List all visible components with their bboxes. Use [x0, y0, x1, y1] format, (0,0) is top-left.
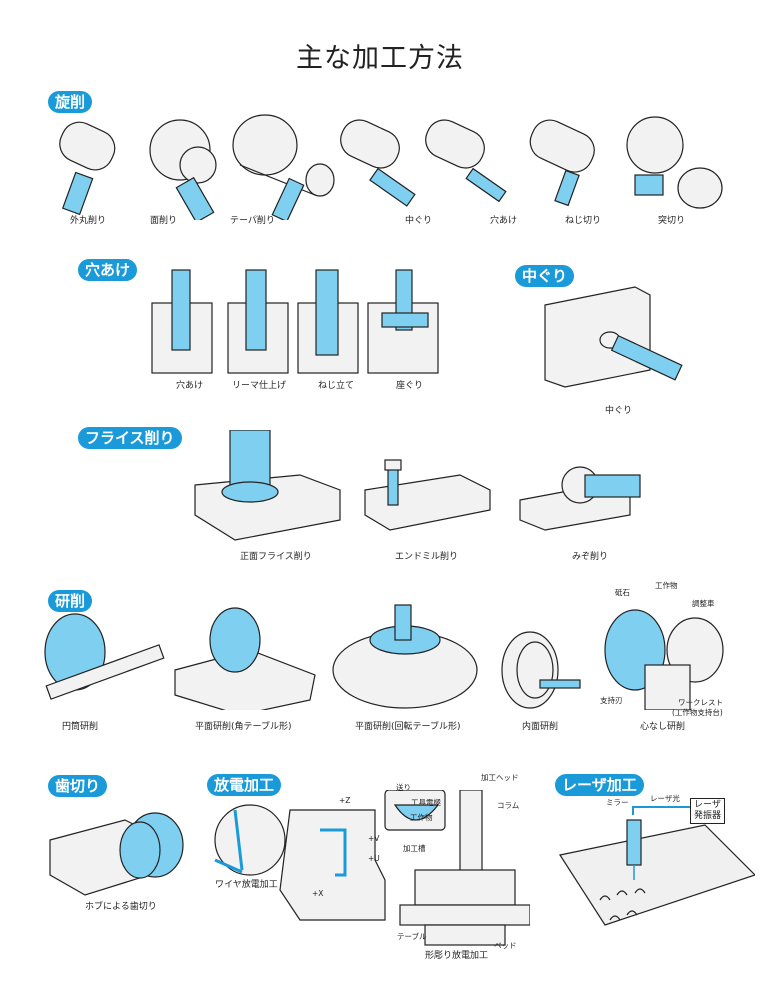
section-badge-drilling: 穴あけ: [78, 259, 138, 281]
label-tank: 加工槽: [403, 844, 426, 853]
surface-grinding-rotary-illustration: [332, 604, 478, 709]
label-outer-turning: 外丸削り: [70, 216, 107, 226]
sinker-edm-illustration: [384, 790, 530, 946]
counterbore-illustration: [367, 269, 439, 374]
label-slot-milling: みぞ削り: [572, 552, 609, 562]
label-boring-main: 中ぐり: [605, 406, 633, 416]
section-badge-boring: 中ぐり: [515, 265, 575, 287]
label-tool-electrode: 工具電極: [411, 798, 441, 807]
lathe-boring-illustration: [340, 119, 416, 207]
lathe-drilling-illustration: [425, 119, 507, 203]
label-laser-beam: レーザ光: [650, 794, 680, 803]
drilling-illustrations: [151, 269, 439, 374]
label-drill: 穴あけ: [176, 381, 204, 391]
label-wire-edm: ワイヤ放電加工: [215, 880, 278, 890]
tap-illustration: [297, 269, 359, 374]
label-axis-x: +X: [312, 889, 324, 898]
label-oscillator-2: 発振器: [694, 811, 722, 821]
label-mirror: ミラー: [606, 798, 629, 807]
label-axis-z: +Z: [339, 796, 351, 805]
milling-illustrations: [194, 430, 641, 541]
label-threading: ねじ切り: [565, 216, 602, 226]
label-grinding-wheel: 砥石: [615, 588, 630, 597]
parting-illustration: [626, 116, 723, 209]
label-hobbing: ホブによる歯切り: [85, 902, 157, 912]
slot-milling-illustration: [519, 466, 641, 531]
label-parting: 突切り: [658, 216, 686, 226]
label-boring: 中ぐり: [405, 216, 433, 226]
label-surface-grinding-square: 平面研削(角テーブル形): [195, 722, 292, 732]
end-milling-illustration: [364, 459, 491, 531]
taper-turning-illustration: [232, 114, 335, 220]
label-axis-u: +U: [368, 854, 380, 863]
label-machining-head: 加工ヘッド: [481, 773, 519, 782]
page-title: 主な加工方法: [296, 43, 464, 74]
section-badge-gear-cutting: 歯切り: [48, 775, 108, 797]
internal-grinding-illustration: [501, 631, 581, 709]
boring-illustration: [544, 286, 683, 388]
label-work-rest-sub: (工作物支持台): [672, 708, 723, 717]
outer-turning-illustration: [59, 121, 116, 216]
turning-illustrations: [59, 114, 723, 220]
label-internal-grinding: 内面研削: [522, 722, 559, 732]
section-badge-milling: フライス削り: [78, 427, 182, 449]
label-workpiece: 工作物: [655, 581, 678, 590]
label-blade: 支持刃: [600, 696, 623, 705]
label-face-milling: 正面フライス削り: [240, 552, 312, 562]
label-oscillator-1: レーザ: [694, 800, 721, 810]
face-milling-illustration: [194, 430, 341, 541]
label-centerless-grinding: 心なし研削: [640, 722, 686, 732]
label-cylindrical-grinding: 円筒研削: [62, 722, 99, 732]
hobbing-illustration: [49, 812, 184, 896]
label-axis-v: +V: [368, 834, 380, 843]
centerless-grinding-illustration: [604, 609, 724, 710]
label-edm-workpiece: 工作物: [410, 813, 433, 822]
label-feed: 送り: [396, 783, 411, 792]
section-badge-edm: 放電加工: [207, 774, 282, 796]
edm-illustrations: [214, 790, 530, 946]
surface-grinding-square-illustration: [174, 607, 316, 710]
laser-oscillator-box: レーザ 発振器: [690, 798, 726, 824]
label-regulating-wheel: 調整車: [692, 599, 715, 608]
section-badge-turning: 旋削: [48, 91, 93, 113]
label-drilling: 穴あけ: [490, 216, 518, 226]
label-counterboring: 座ぐり: [396, 381, 424, 391]
laser-illustration: [559, 806, 755, 926]
threading-illustration: [529, 119, 595, 207]
section-badge-laser: レーザ加工: [555, 774, 644, 796]
label-work-rest: ワークレスト: [678, 698, 723, 707]
label-end-milling: エンドミル削り: [395, 552, 459, 562]
cylindrical-grinding-illustration: [44, 613, 165, 700]
label-sinker-edm: 形彫り放電加工: [425, 951, 489, 961]
wire-edm-illustration: [214, 804, 386, 921]
reamer-illustration: [227, 269, 289, 374]
drill-illustration: [151, 269, 213, 374]
facing-illustration: [149, 119, 217, 220]
grinding-illustrations: [44, 604, 724, 710]
label-taper-turning: テーパ削り: [230, 216, 275, 226]
label-surface-grinding-rotary: 平面研削(回転テーブル形): [355, 722, 461, 732]
section-badge-grinding: 研削: [48, 590, 93, 612]
label-facing: 面削り: [150, 216, 178, 226]
label-column: コラム: [497, 801, 520, 810]
label-bed: ベッド: [494, 941, 517, 950]
label-tapping: ねじ立て: [318, 381, 355, 391]
label-reaming: リーマ仕上げ: [232, 381, 287, 391]
label-table: テーブル: [397, 932, 427, 941]
